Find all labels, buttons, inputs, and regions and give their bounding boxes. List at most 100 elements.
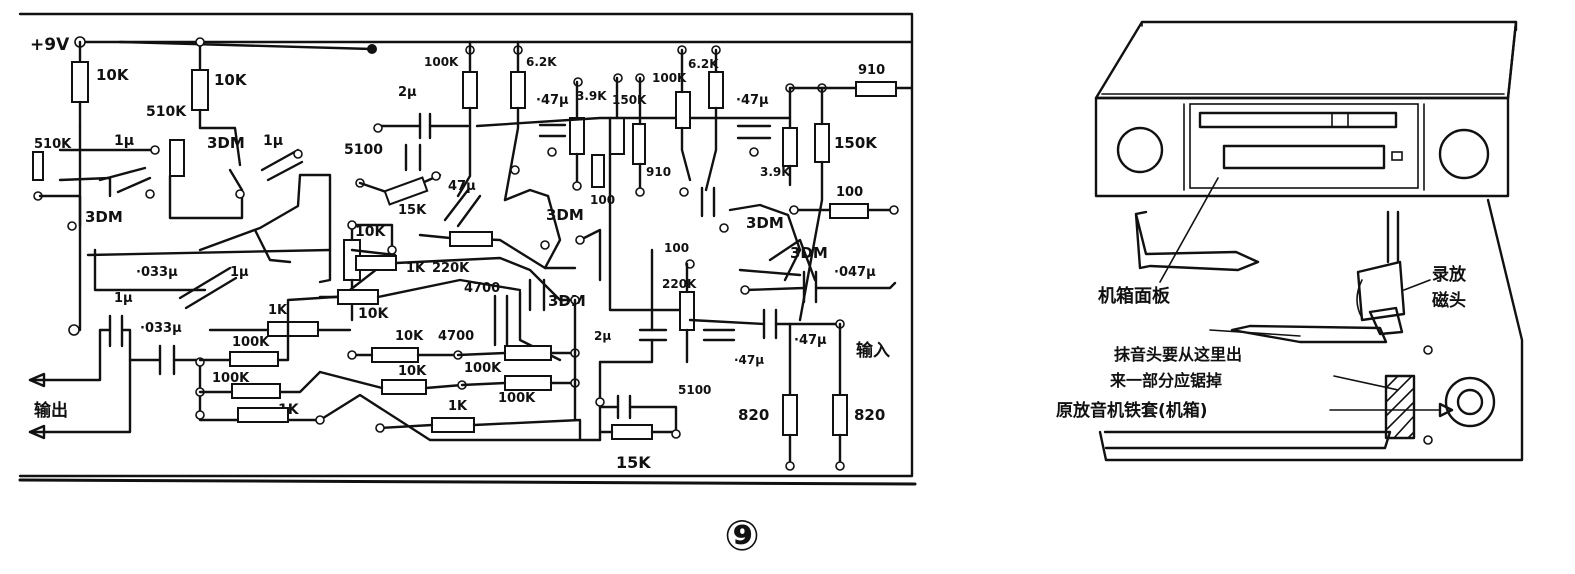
resistor-r26 [708, 71, 724, 109]
cut-section [1384, 374, 1416, 440]
capacitor-label: 1μ [114, 291, 133, 306]
resistor-label: 5100 [344, 142, 383, 158]
record-play-head [1356, 260, 1406, 322]
resistor-r27 [782, 127, 798, 167]
resistor-label: 10K [395, 329, 424, 344]
resistor-r29 [855, 81, 897, 97]
capacitor-label: 1μ [114, 133, 134, 149]
resistor-r2 [191, 69, 209, 111]
resistor-r17 [431, 417, 475, 433]
capacitor-label: 1μ [230, 265, 249, 280]
resistor-label: 10K [355, 224, 386, 240]
resistor-label: 820 [854, 406, 885, 424]
resistor-r24 [632, 123, 646, 165]
capacitor-label: ·47μ [736, 93, 769, 108]
resistor-r8 [237, 407, 289, 423]
erase-head-note-2: 来一部分应锯掉 [1109, 371, 1222, 390]
resistor-label: 100K [652, 71, 687, 85]
panel-piece [1134, 212, 1260, 272]
left-knob [1116, 126, 1164, 174]
resistor-r14 [504, 345, 552, 361]
resistor-label: 10K [358, 306, 389, 322]
resistor-label: 15K [398, 203, 427, 218]
transistor-label: 3DM [746, 214, 784, 232]
case-label: 原放音机铁套(机箱) [1056, 400, 1208, 421]
output-label: 输出 [34, 400, 68, 421]
resistor-label: 100 [664, 241, 689, 255]
resistor-r33 [782, 394, 798, 436]
resistor-label: 100 [590, 193, 615, 207]
resistor-label: 220K [432, 261, 470, 276]
capacitor-label: ·47μ [734, 353, 764, 367]
capacitor-label: 1μ [263, 133, 283, 149]
resistor-r9 [383, 176, 429, 206]
resistor-label: 150K [834, 134, 878, 152]
resistor-r32 [611, 424, 653, 440]
transistor-label: 3DM [790, 244, 828, 262]
resistor-r16 [504, 375, 552, 391]
resistor-r12 [337, 289, 379, 305]
resistor-r28 [814, 123, 830, 163]
resistor-label: 1K [268, 303, 288, 318]
resistor-label: 3.9K [576, 89, 607, 103]
capacitor-label: ·47μ [536, 93, 569, 108]
resistor-label: 100K [424, 55, 459, 69]
resistor-label: 4700 [464, 281, 500, 296]
capacitor-label: ·047μ [834, 265, 876, 280]
resistor-r3 [32, 151, 44, 181]
resistor-label: 4700 [438, 329, 474, 344]
panel-label: 机箱面板 [1098, 285, 1171, 307]
head-mount-ring [1444, 376, 1496, 428]
capacitor-label: ·033μ [136, 265, 178, 280]
resistor-r13 [371, 347, 419, 363]
resistor-label: 100K [498, 391, 536, 406]
resistor-label: 100 [836, 185, 863, 200]
transistor-label: 3DM [85, 208, 123, 226]
erase-head-note-1: 抹音头要从这里出 [1114, 345, 1242, 364]
resistor-r19 [510, 71, 526, 109]
resistor-label: 220K [662, 277, 697, 291]
capacitor-label: ·033μ [140, 321, 182, 336]
resistor-r31 [679, 291, 695, 331]
transistor-label: 3DM [207, 134, 245, 152]
resistor-label: 1K [448, 399, 468, 414]
capacitor-label: 47μ [448, 179, 476, 194]
resistor-label: 910 [646, 165, 671, 179]
resistor-r15 [381, 379, 427, 395]
resistor-r5 [267, 321, 319, 337]
capacitor-label: 2μ [594, 329, 611, 343]
resistor-r34 [832, 394, 848, 436]
resistor-r4 [169, 139, 185, 177]
resistor-r18 [462, 71, 478, 109]
resistor-label: 15K [616, 453, 651, 472]
resistor-label: 910 [858, 63, 885, 78]
cassette-illustration: 机箱面板 录放 磁头 抹音头要从这里出 来一部分应锯掉 原放音机铁套(机箱) [1056, 20, 1524, 462]
resistor-label: 10K [96, 66, 130, 84]
resistor-label: 6.2K [688, 57, 719, 71]
resistor-label: 510K [146, 104, 187, 120]
resistor-r20 [449, 231, 493, 247]
input-label: 输入 [856, 340, 890, 361]
right-knob [1438, 128, 1490, 180]
resistor-label: 10K [398, 364, 427, 379]
resistor-label: 150K [612, 93, 647, 107]
resistor-label: 100K [212, 371, 250, 386]
resistor-label: 820 [738, 406, 769, 424]
resistor-r25 [675, 91, 691, 129]
head-label-1: 录放 [1432, 264, 1467, 285]
resistor-r23 [591, 154, 605, 188]
capacitor-label: 2μ [398, 85, 417, 100]
resistor-label: 10K [214, 71, 248, 89]
resistor-r30 [829, 203, 869, 219]
resistor-label: 100K [232, 335, 270, 350]
resistor-label: 510K [34, 137, 72, 152]
circuit-schematic: +9V 10K 10K 510K 510K 1μ 3DM 3DM 1μ ·03 [18, 12, 917, 486]
resistor-label: 6.2K [526, 55, 557, 69]
resistor-label: 5100 [678, 383, 711, 397]
resistor-r22 [609, 117, 625, 155]
resistor-label: 1K [406, 261, 426, 276]
resistor-r6 [229, 351, 279, 367]
resistor-r21 [569, 117, 585, 155]
resistor-r1 [71, 61, 89, 103]
capacitor-label: 3.9K [760, 165, 791, 179]
